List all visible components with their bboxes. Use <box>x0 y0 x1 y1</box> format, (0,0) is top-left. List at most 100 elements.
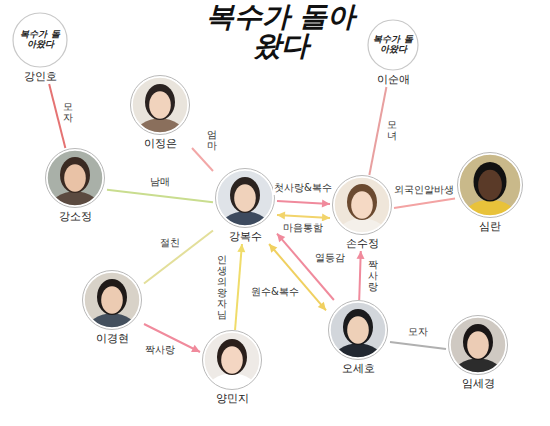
portrait-face <box>467 331 489 359</box>
portrait-circle <box>215 168 275 228</box>
relation-line <box>235 244 242 330</box>
relation-line <box>144 231 213 284</box>
logo-text: 복수가 돌아왔다 <box>372 35 414 55</box>
circle-rim <box>217 170 274 227</box>
relation-connector <box>144 231 213 284</box>
relation-connector <box>235 244 245 330</box>
portrait <box>45 148 105 208</box>
character-name: 이순애 <box>365 73 421 87</box>
portrait-face <box>101 286 123 314</box>
relation-connector <box>369 87 386 175</box>
character-name: 임세경 <box>446 377 510 391</box>
character-node: 임세경 <box>446 315 510 391</box>
character-node: 손수정 <box>330 175 394 251</box>
character-name: 이정은 <box>128 137 192 151</box>
chart-title: 복수가 돌아왔다 <box>198 2 363 61</box>
portrait <box>328 300 388 360</box>
relation-connector <box>107 190 213 202</box>
character-name: 강소정 <box>43 210 107 224</box>
arrow-head <box>357 251 365 259</box>
relation-line <box>390 342 446 349</box>
circle-outline <box>131 76 190 135</box>
logo-node: 복수가 돌아왔다강인호 <box>10 12 70 84</box>
portrait-circle <box>328 300 388 360</box>
character-node: 강복수 <box>213 168 277 244</box>
circle-rim <box>132 77 189 134</box>
circle-outline <box>203 331 262 390</box>
character-node: 강소정 <box>43 148 107 224</box>
relation-connector <box>277 200 330 208</box>
portrait <box>130 75 190 135</box>
circle-rim <box>47 150 104 207</box>
portrait <box>202 330 262 390</box>
character-node: 이정은 <box>128 75 192 151</box>
arrow-head <box>322 200 330 208</box>
relation-connector <box>357 251 365 300</box>
portrait-hair <box>145 84 175 120</box>
portrait-hair <box>97 279 127 315</box>
portrait-circle <box>457 152 523 218</box>
relation-connector <box>394 198 455 208</box>
relation-label: 인생의 왕자님 <box>217 253 227 321</box>
circle-outline <box>458 153 523 218</box>
character-node: 오세호 <box>326 300 390 376</box>
character-node: 양민지 <box>200 330 264 406</box>
circle-rim <box>450 317 507 374</box>
circle-outline <box>83 271 142 330</box>
portrait-circle <box>82 270 142 330</box>
portrait-circle <box>332 175 392 235</box>
portrait-circle <box>202 330 262 390</box>
circle-outline <box>329 301 388 360</box>
relation-label: 엄마 <box>207 128 217 152</box>
circle-outline <box>449 316 508 375</box>
portrait-hair <box>347 184 377 220</box>
portrait <box>448 315 508 375</box>
circle-rim <box>334 177 391 234</box>
arrow-head <box>277 211 285 219</box>
relation-label: 남매 <box>149 175 171 189</box>
portrait-hair <box>343 309 373 345</box>
portrait <box>82 270 142 330</box>
portrait-face <box>64 164 86 192</box>
circle-rim <box>84 272 141 329</box>
relation-label: 원수&복수 <box>250 285 300 299</box>
relation-line <box>394 198 455 208</box>
relation-label: 열등감 <box>314 251 346 265</box>
portrait-face <box>149 91 171 119</box>
character-name: 오세호 <box>326 362 390 376</box>
portrait-hair <box>60 157 90 193</box>
relation-label: 짝사랑 <box>368 258 378 293</box>
relation-line <box>107 190 213 202</box>
circle-rim <box>330 302 387 359</box>
relation-label: 모자 <box>63 100 73 124</box>
portrait <box>332 175 392 235</box>
circle-outline <box>13 13 67 67</box>
portrait <box>215 168 275 228</box>
logo-text: 복수가 돌아왔다 <box>17 30 63 50</box>
portrait-circle <box>448 315 508 375</box>
portrait-hair <box>474 162 507 202</box>
character-node: 심란 <box>455 152 525 234</box>
circle-outline <box>368 20 418 70</box>
circle-outline <box>333 176 392 235</box>
portrait-circle <box>130 75 190 135</box>
portrait <box>457 152 523 218</box>
relation-connector <box>390 342 446 349</box>
portrait-hair <box>217 339 247 375</box>
portrait-face <box>478 170 502 200</box>
portrait-face <box>351 191 373 219</box>
circle-rim <box>459 154 522 217</box>
portrait-face <box>347 316 369 344</box>
circle-rim <box>204 332 261 389</box>
arrow-head <box>318 302 326 311</box>
portrait-hair <box>463 324 493 360</box>
character-name: 심란 <box>455 220 525 234</box>
character-name: 손수정 <box>330 237 394 251</box>
character-name: 강복수 <box>213 230 277 244</box>
character-name: 강인호 <box>10 70 70 84</box>
relation-label: 짝사랑 <box>144 343 176 357</box>
relation-label: 절친 <box>159 236 181 250</box>
relation-label: 외국인알바생 <box>393 183 455 197</box>
character-name: 이경현 <box>80 332 144 346</box>
